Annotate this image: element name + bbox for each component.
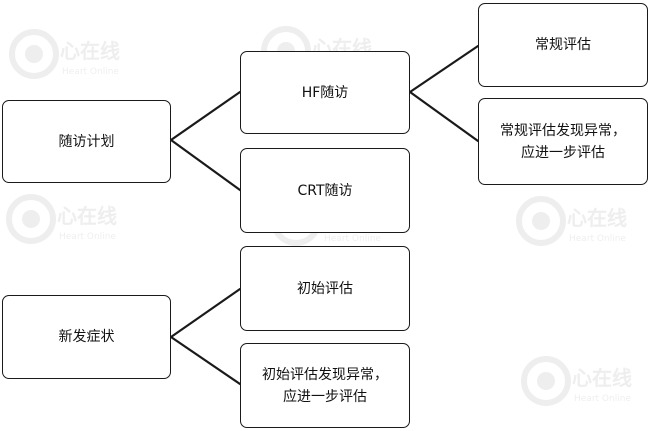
node-routine-abnormal: 常规评估发现异常， 应进一步评估	[478, 98, 648, 185]
node-routine-evaluation: 常规评估	[478, 3, 648, 87]
node-initial-abnormal: 初始评估发现异常， 应进一步评估	[240, 343, 410, 428]
watermark-logo: 心在线 Heart Online	[521, 356, 632, 406]
node-label: 新发症状	[58, 329, 115, 345]
connector-root-to-hf	[169, 90, 242, 142]
connector-hf-to-abnormal	[408, 90, 480, 143]
node-label: HF随访	[301, 84, 349, 101]
svg-text:心在线: 心在线	[567, 206, 627, 230]
node-label: 初始评估	[297, 280, 353, 297]
node-label: 常规评估	[535, 37, 591, 53]
svg-text:Heart Online: Heart Online	[62, 67, 119, 77]
node-label: CRT随访	[297, 182, 353, 199]
svg-text:心在线: 心在线	[60, 39, 120, 63]
watermark-logo: 心在线 Heart Online	[9, 29, 120, 79]
node-hf-followup: HF随访	[240, 51, 410, 134]
node-label: 常规评估发现异常， 应进一步评估	[500, 122, 626, 161]
watermark-logo: 心在线 Heart Online	[6, 194, 117, 244]
svg-text:心在线: 心在线	[57, 204, 117, 228]
node-label: 随访计划	[58, 133, 115, 150]
svg-text:心在线: 心在线	[572, 366, 632, 390]
node-followup-plan: 随访计划	[2, 100, 171, 183]
node-new-symptoms: 新发症状	[2, 295, 171, 379]
connector-symptom-to-initial-abnormal	[169, 335, 242, 386]
svg-text:Heart Online: Heart Online	[324, 234, 381, 244]
svg-text:Heart Online: Heart Online	[59, 232, 116, 242]
node-initial-evaluation: 初始评估	[240, 246, 410, 331]
svg-text:Heart Online: Heart Online	[574, 394, 631, 404]
svg-text:Heart Online: Heart Online	[569, 234, 626, 244]
watermark-logo: 心在线 Heart Online	[516, 196, 627, 246]
connector-symptom-to-initial	[169, 287, 242, 339]
node-label: 初始评估发现异常， 应进一步评估	[262, 366, 388, 405]
node-crt-followup: CRT随访	[240, 148, 410, 233]
connector-hf-to-routine	[408, 44, 480, 94]
connector-root-to-crt	[169, 138, 242, 192]
